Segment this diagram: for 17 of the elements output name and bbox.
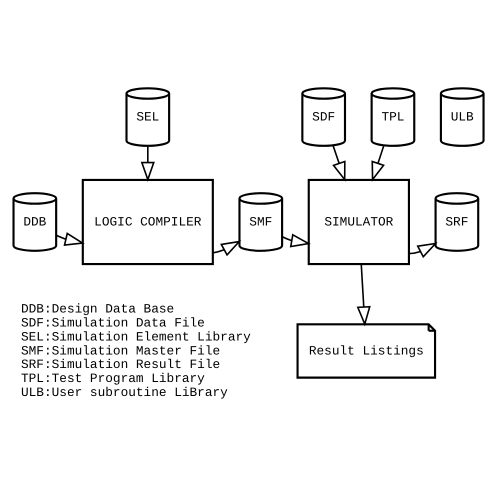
arrow [332,146,346,182]
label: SMF:Simulation Master File [20,343,220,358]
arrow [140,146,155,182]
label: SEL:Simulation Element Library [20,329,251,344]
arrow [408,242,438,258]
node-box: LOGIC COMPILER [82,178,214,266]
arrow [371,146,385,182]
label: DDB:Design Data Base [20,302,174,317]
label: TPL:Test Program Library [20,370,205,386]
arrow [212,240,242,256]
label: SRF:Simulation Result File [20,357,220,372]
label: SDF:Simulation Data File [20,316,205,331]
label: ULB:User subroutine LiBrary [20,384,228,400]
arrow [56,232,85,246]
arrow [356,264,371,326]
node-box: SIMULATOR [308,178,410,266]
arrow [282,234,311,248]
